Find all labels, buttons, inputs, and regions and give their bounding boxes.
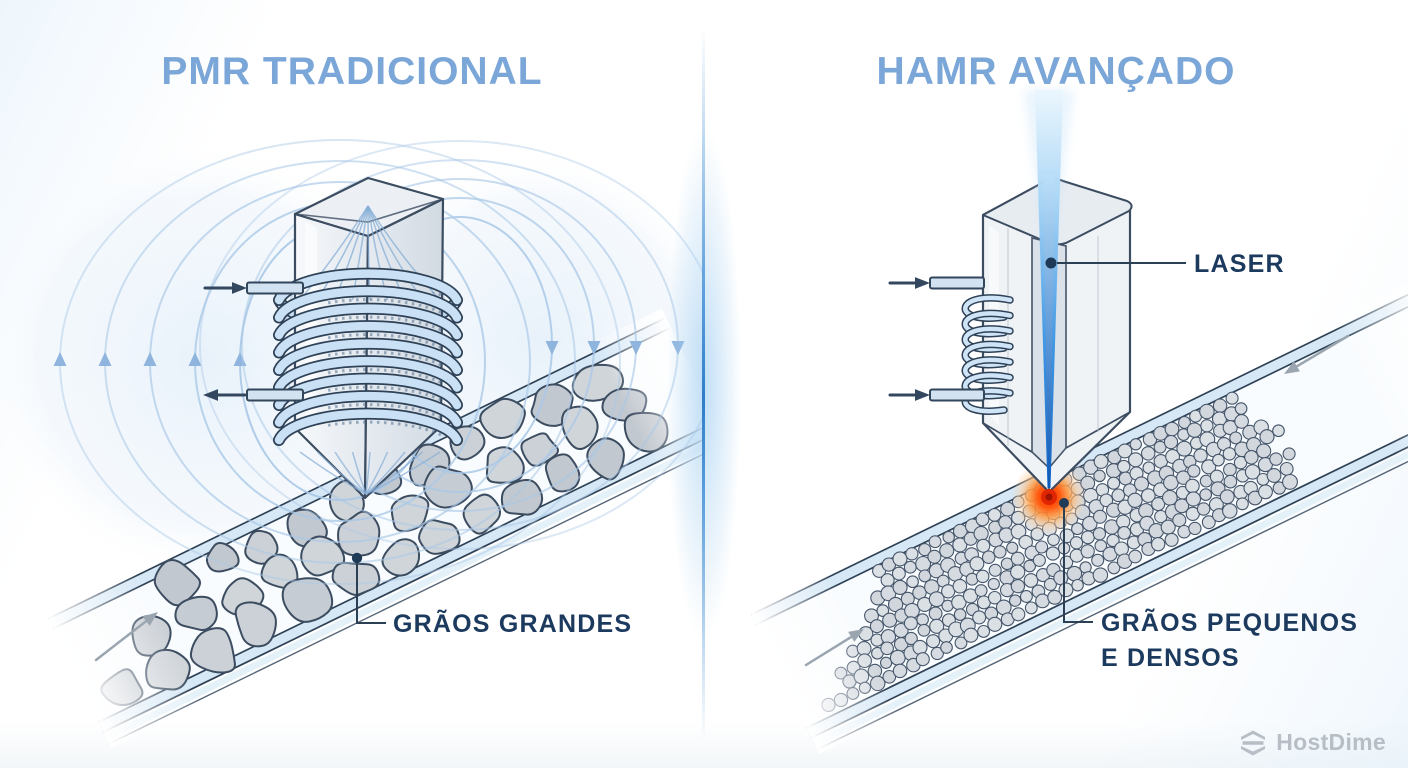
- callout-dot: [1059, 498, 1069, 508]
- laser-beam: [1024, 90, 1074, 488]
- left-panel-title: PMR TRADICIONAL: [161, 50, 543, 93]
- center-divider: [702, 28, 705, 740]
- grain-label-right-line2: E DENSOS: [1101, 644, 1240, 672]
- laser-callout: LASER: [1045, 250, 1285, 278]
- current-wires: [203, 281, 304, 402]
- callout-dot: [1045, 257, 1057, 269]
- pmr-diagram: GRÃOS GRANDES: [0, 139, 704, 749]
- heat-spot-core: [1041, 489, 1057, 505]
- right-panel-title: HAMR AVANÇADO: [876, 50, 1236, 93]
- hostdime-logo-text: HostDime: [1276, 728, 1386, 755]
- media-motion-arrows: [804, 334, 1350, 667]
- current-wires: [888, 276, 985, 402]
- grain-callout-left: GRÃOS GRANDES: [351, 552, 632, 638]
- track-fade: [747, 283, 1408, 754]
- grain-label-left: GRÃOS GRANDES: [393, 608, 632, 638]
- media-motion-arrow: [94, 612, 158, 662]
- grain-callout-right: GRÃOS PEQUENOS E DENSOS: [1059, 498, 1358, 672]
- grain-label-right-line1: GRÃOS PEQUENOS: [1101, 607, 1358, 637]
- write-coil: [961, 294, 1014, 415]
- callout-dot: [351, 552, 363, 564]
- hostdime-hexagon-icon: [1241, 730, 1266, 756]
- hamr-diagram: LASER GRÃOS PEQUENOS E DENSOS: [747, 90, 1408, 754]
- laser-label: LASER: [1194, 250, 1285, 278]
- hostdime-logo: HostDime: [1238, 728, 1386, 756]
